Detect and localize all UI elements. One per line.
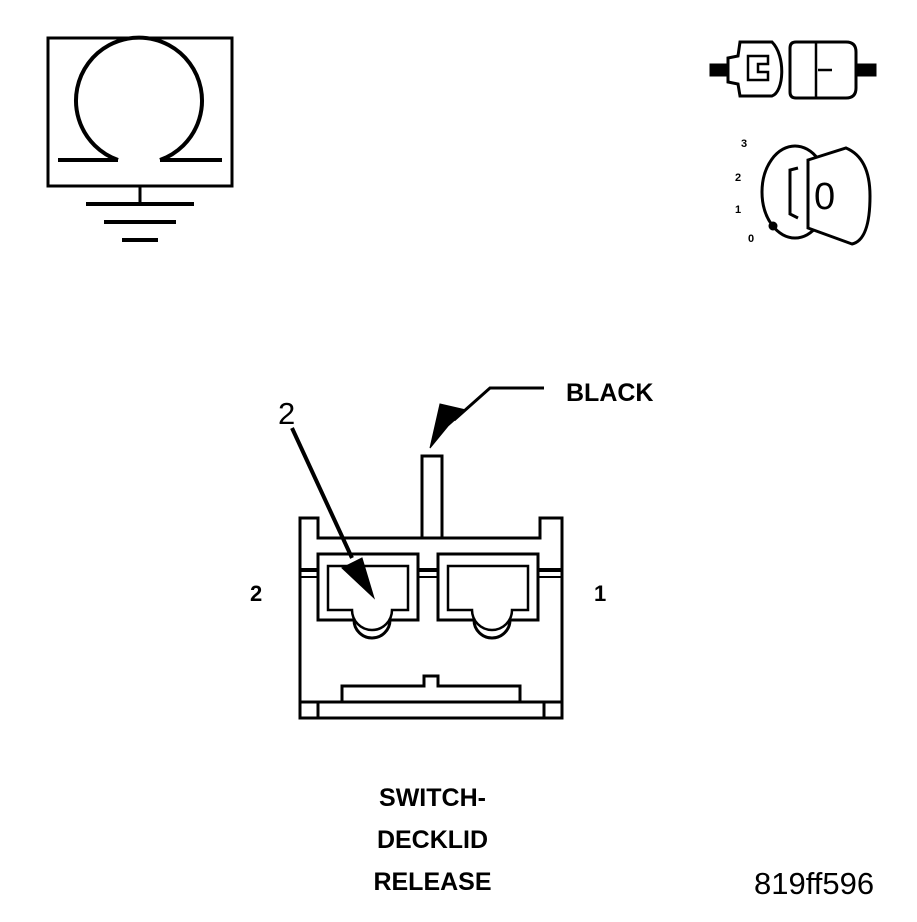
ignition-key-icon [760, 144, 872, 246]
ignition-position-marker [768, 221, 778, 231]
caption-line-1: SWITCH- [379, 784, 486, 812]
housing-lock-tab [340, 674, 522, 702]
wire-color-label: BLACK [566, 379, 654, 407]
connector-plug-body [726, 40, 784, 98]
cavity-1-terminal [446, 564, 530, 632]
ignition-position-3: 3 [741, 138, 748, 150]
black-wire [420, 454, 444, 540]
figure-id: 819ff596 [754, 866, 875, 901]
wire-color-leader [429, 386, 544, 449]
leader-arrowhead [429, 403, 468, 449]
omega-symbol [74, 35, 204, 162]
ignition-key-slot [788, 166, 799, 220]
caption-line-2: DECKLID [376, 826, 489, 854]
leader-line [453, 386, 544, 422]
ignition-position-0: 0 [748, 233, 755, 245]
connector-latch [746, 54, 770, 82]
ohmmeter-ground-icon [46, 35, 234, 242]
cavity-2 [316, 552, 420, 640]
cavity-label-right: 1 [594, 581, 607, 606]
connector-left-wire [709, 63, 729, 77]
ignition-key-head [806, 146, 872, 246]
callout-arrowhead [341, 557, 376, 600]
key-head-symbol: 0 [814, 176, 836, 218]
caption-line-3: RELEASE [373, 868, 492, 896]
callout-arrow [290, 427, 376, 600]
ignition-position-2: 2 [735, 172, 742, 184]
cavity-label-left: 2 [250, 581, 263, 606]
callout-arrow-shaft [290, 427, 354, 559]
switch-connector-body [298, 454, 564, 720]
cavity-1 [436, 552, 540, 640]
callout-number: 2 [278, 396, 296, 431]
connector-disconnected-icon [709, 40, 877, 100]
ignition-position-1: 1 [735, 204, 742, 216]
cavity-2-terminal [326, 564, 410, 632]
connector-right-wire [855, 63, 877, 77]
